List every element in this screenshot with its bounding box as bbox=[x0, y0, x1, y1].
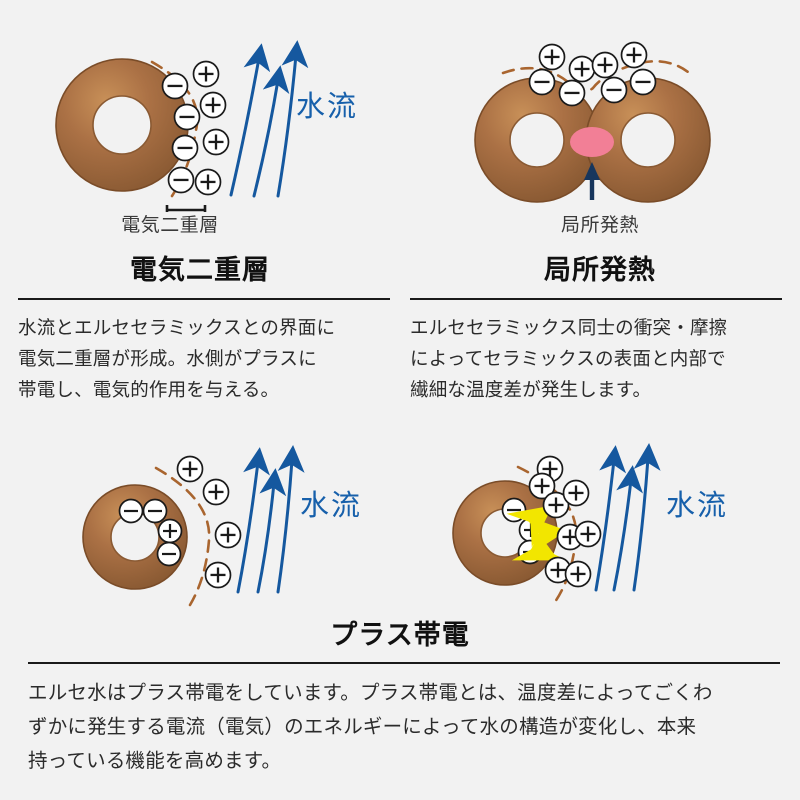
panel-local-heating: 局所発熱 局所発熱 エルセセラミックス同士の衝突・摩擦 によってセラミックスの表… bbox=[400, 0, 800, 420]
internal-charges-bl bbox=[118, 498, 183, 567]
plus-charging-left-svg bbox=[82, 445, 305, 607]
charge-plus-group bbox=[192, 60, 230, 196]
figure-caption-heating: 局所発熱 bbox=[560, 215, 639, 236]
water-flow-label-1: 水流 bbox=[296, 91, 359, 123]
outer-plus-charges-br bbox=[528, 455, 602, 588]
figure-caption-edl: 電気二重層 bbox=[121, 215, 219, 236]
charge-minus-group bbox=[161, 72, 201, 194]
section-title-plus-charging: プラス帯電 bbox=[330, 620, 470, 650]
heat-pointer-arrow bbox=[584, 162, 600, 200]
ceramic-torus-left bbox=[474, 77, 600, 203]
water-flow-arrows-bl bbox=[236, 445, 305, 594]
figure-plus-charging-left bbox=[0, 420, 400, 620]
body-text-plus-charging: エルセ水はプラス帯電をしています。プラス帯電とは、温度差によってごくわ ずかに発… bbox=[28, 682, 713, 772]
panel-electric-double-layer: 水流 電気二重層 電気二重層 水流とエルセセラミックスとの界面に 電気二重層が形… bbox=[0, 0, 400, 420]
local-heat-spot bbox=[570, 127, 614, 157]
divider-left bbox=[18, 298, 390, 300]
divider-right bbox=[410, 298, 782, 300]
figure-local-heating bbox=[400, 0, 800, 240]
body-text-heating: エルセセラミックス同士の衝突・摩擦 によってセラミックスの表面と内部で 繊細な温… bbox=[410, 317, 728, 400]
body-text-edl: 水流とエルセセラミックスとの界面に 電気二重層が形成。水側がプラスに 帯電し、電… bbox=[18, 317, 336, 400]
heating-diagram-svg bbox=[474, 41, 711, 203]
plus-charging-right-svg bbox=[452, 443, 661, 604]
outer-plus-charges-bl bbox=[176, 455, 242, 589]
water-flow-arrows-br bbox=[594, 443, 661, 592]
figure-plus-charging-right bbox=[400, 420, 800, 620]
charge-cluster bbox=[528, 41, 657, 107]
ceramic-torus bbox=[55, 58, 189, 192]
water-flow-label-2: 水流 bbox=[300, 490, 363, 522]
interface-dashed-curve-3 bbox=[154, 466, 211, 607]
figure-electric-double-layer bbox=[0, 0, 400, 240]
section-title-edl: 電気二重層 bbox=[130, 255, 270, 285]
water-flow-label-3: 水流 bbox=[666, 490, 729, 522]
water-flow-arrows bbox=[229, 40, 309, 198]
double-layer-bracket bbox=[165, 205, 207, 212]
panel-plus-charging: 水流 bbox=[0, 420, 800, 800]
section-title-heating: 局所発熱 bbox=[544, 255, 656, 285]
edl-diagram-svg bbox=[55, 40, 309, 212]
divider-bottom bbox=[28, 662, 780, 664]
